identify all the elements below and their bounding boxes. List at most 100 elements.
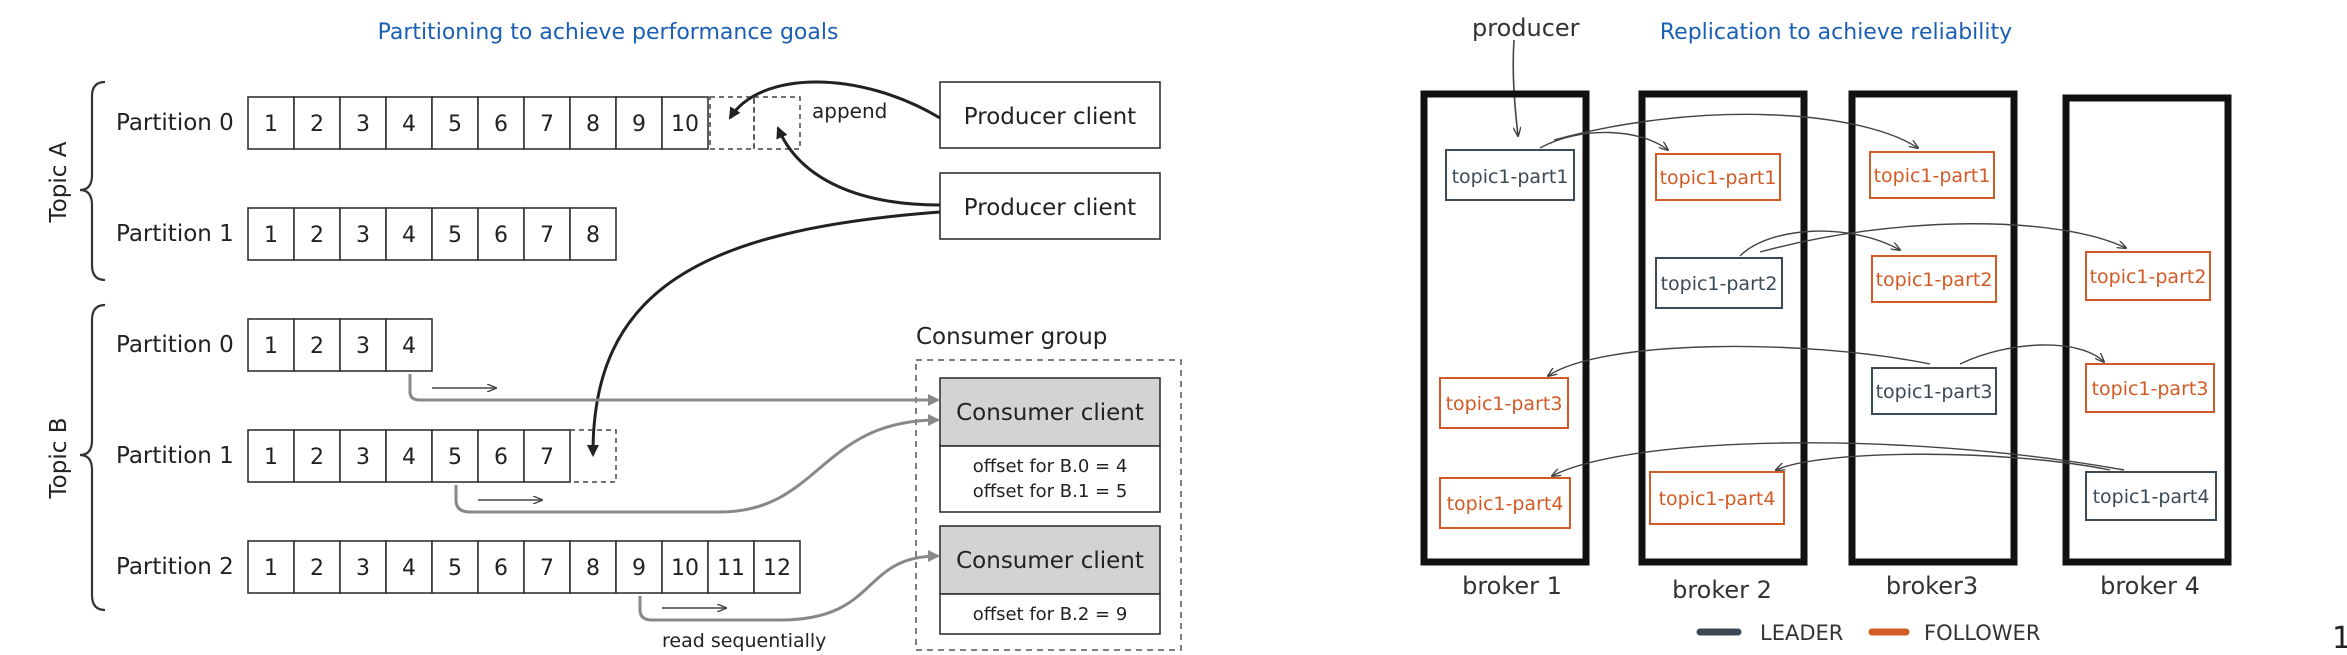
- offset-box: [939, 593, 1161, 635]
- broker-label: broker 1: [1462, 572, 1562, 600]
- offset-number: 6: [494, 445, 508, 470]
- partition-cell: [661, 96, 709, 150]
- svg-text:topic1-part2: topic1-part2: [1876, 269, 1993, 291]
- svg-text:topic1-part3: topic1-part3: [1446, 393, 1563, 415]
- offset-number: 2: [310, 334, 324, 359]
- offset-number: 9: [632, 112, 646, 137]
- produce-arrow: [728, 80, 941, 120]
- offset-number: 1: [264, 223, 278, 248]
- offset-number: 7: [540, 223, 554, 248]
- part-follower: topic1-part3: [1439, 377, 1569, 429]
- partition-cell: [477, 96, 525, 150]
- consumer-group-label: Consumer group: [916, 324, 1107, 350]
- offset-number: 8: [586, 223, 600, 248]
- partition-label: Partition 0: [116, 332, 234, 358]
- consumer-client-label: Consumer client: [956, 548, 1144, 574]
- offset-number: 6: [494, 556, 508, 581]
- partition-cell: [293, 96, 341, 150]
- partition-cell: [477, 429, 525, 483]
- partition-label: Partition 1: [116, 221, 234, 247]
- part-follower: topic1-part1: [1869, 151, 1995, 199]
- partition-cell: [477, 207, 525, 261]
- offset-number: 9: [632, 556, 646, 581]
- part-follower: topic1-part4: [1439, 477, 1571, 529]
- topic-b-brace: [79, 303, 106, 612]
- svg-text:topic1-part1: topic1-part1: [1452, 166, 1569, 188]
- partition-cell: [385, 207, 433, 261]
- part-follower: topic1-part1: [1655, 153, 1781, 201]
- producer-client-label: Producer client: [964, 195, 1136, 221]
- offset-number: 2: [310, 223, 324, 248]
- partition-cell: [247, 318, 295, 372]
- broker-column: [1848, 90, 2018, 566]
- partition-cell: [431, 540, 479, 594]
- offset-number: 8: [586, 556, 600, 581]
- partition-cell: [523, 540, 571, 594]
- partition-cell: [753, 540, 801, 594]
- offset-number: 3: [356, 556, 370, 581]
- svg-text:topic1-part4: topic1-part4: [1659, 488, 1776, 510]
- offset-number: 4: [402, 445, 416, 470]
- offset-number: 4: [402, 556, 416, 581]
- broker-label: broker3: [1886, 572, 1978, 600]
- partition-label: Partition 1: [116, 443, 234, 469]
- partition-cell: [523, 96, 571, 150]
- consumer-client-box: [939, 377, 1161, 447]
- svg-text:topic1-part1: topic1-part1: [1660, 167, 1777, 189]
- svg-text:topic1-part3: topic1-part3: [1876, 381, 1993, 403]
- partition-cell: [247, 96, 295, 150]
- offset-number: 4: [402, 334, 416, 359]
- partition-label: Partition 0: [116, 110, 234, 136]
- offset-number: 12: [763, 556, 791, 581]
- topic-a-label: Topic A: [46, 141, 72, 223]
- producer-client-box: [939, 172, 1161, 240]
- offset-number: 6: [494, 112, 508, 137]
- append-slot: [753, 96, 801, 150]
- offset-number: 1: [264, 556, 278, 581]
- producer-label: producer: [1472, 14, 1580, 42]
- broker-label: broker 2: [1672, 576, 1772, 604]
- consume-arrow: [408, 374, 940, 406]
- left-title: Partitioning to achieve performance goal…: [378, 20, 839, 45]
- part-leader: topic1-part2: [1655, 257, 1783, 309]
- offset-number: 6: [494, 223, 508, 248]
- producer-arrow: [1512, 39, 1518, 136]
- partition-cell: [615, 96, 663, 150]
- append-label: append: [812, 99, 887, 123]
- offset-number: 5: [448, 223, 462, 248]
- broker-column: [1638, 90, 1808, 566]
- broker-column: [2062, 94, 2232, 566]
- follower-legend-label: FOLLOWER: [1924, 621, 2040, 645]
- leader-legend-label: LEADER: [1760, 621, 1843, 645]
- consume-arrow: [454, 414, 940, 514]
- offset-number: 7: [540, 445, 554, 470]
- offset-number: 5: [448, 556, 462, 581]
- produce-arrow: [586, 210, 941, 457]
- offset-number: 7: [540, 112, 554, 137]
- partition-cell: [477, 540, 525, 594]
- producer-client-label: Producer client: [964, 104, 1136, 130]
- partition-cell: [339, 207, 387, 261]
- partition-cell: [523, 429, 571, 483]
- offset-number: 3: [356, 334, 370, 359]
- part-follower: topic1-part3: [2085, 363, 2215, 413]
- right-title: Replication to achieve reliability: [1660, 20, 2012, 45]
- svg-text:topic1-part4: topic1-part4: [2093, 486, 2210, 508]
- partition-cell: [707, 540, 755, 594]
- part-follower: topic1-part2: [1871, 255, 1997, 303]
- svg-text:topic1-part1: topic1-part1: [1874, 165, 1991, 187]
- svg-text:topic1-part2: topic1-part2: [1661, 273, 1778, 295]
- produce-arrow: [776, 126, 941, 207]
- topic-a-brace: [79, 80, 106, 282]
- broker-column: [1420, 90, 1590, 566]
- offset-number: 8: [586, 112, 600, 137]
- read-sequentially-label: read sequentially: [662, 630, 826, 652]
- consumer-client-label: Consumer client: [956, 400, 1144, 426]
- offset-number: 11: [717, 556, 745, 581]
- offset-number: 2: [310, 556, 324, 581]
